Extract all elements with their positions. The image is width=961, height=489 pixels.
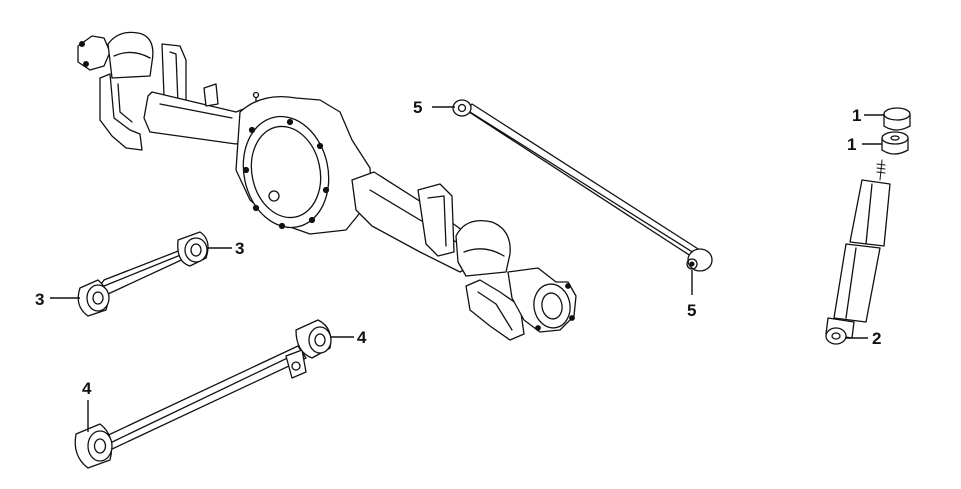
callout-4-lower-arm-left: 4: [82, 379, 92, 398]
rubber-bushings: [881, 107, 911, 155]
callout-3-upper-arm-left: 3: [35, 290, 45, 309]
callout-1-bushing-bottom: 1: [847, 135, 857, 154]
callout-2-shock-absorber: 2: [872, 329, 882, 348]
callout-4-lower-arm-right: 4: [357, 328, 367, 347]
shock-absorber: [825, 159, 891, 345]
upper-control-arm: [77, 231, 209, 317]
lateral-rod: [452, 99, 713, 272]
rear-axle-housing: [77, 31, 577, 341]
lower-control-arm: [74, 319, 332, 469]
leader-lines: [50, 106, 884, 432]
callout-5-lateral-rod-top: 5: [413, 98, 423, 117]
callout-5-lateral-rod-bottom: 5: [687, 301, 697, 320]
callout-1-bushing-top: 1: [852, 106, 862, 125]
callout-3-upper-arm-right: 3: [235, 239, 245, 258]
